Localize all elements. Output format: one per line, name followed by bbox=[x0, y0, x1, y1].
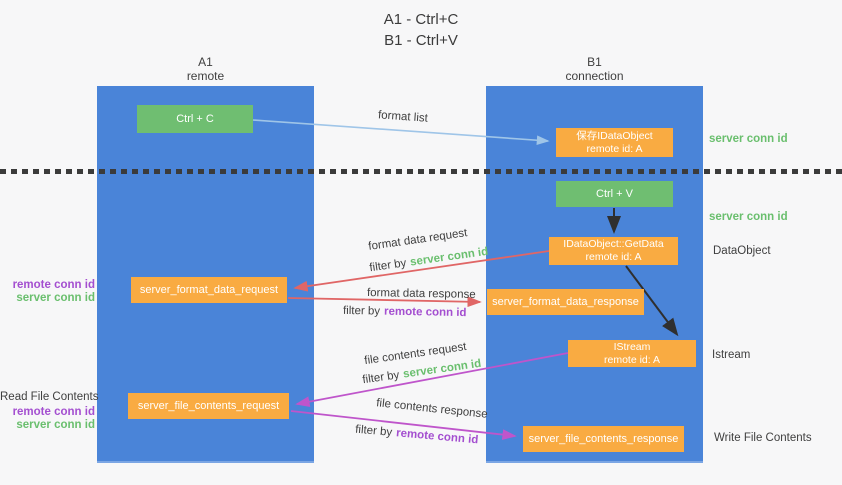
node-save-idataobject-line2: remote id: A bbox=[586, 142, 643, 155]
lane-a-header: A1 remote bbox=[97, 55, 314, 83]
node-getdata-line2: remote id: A bbox=[585, 251, 642, 263]
dotted-divider bbox=[0, 169, 842, 174]
node-istream: IStream remote id: A bbox=[568, 340, 696, 367]
title-line-2: B1 - Ctrl+V bbox=[384, 32, 458, 49]
node-server-file-contents-response: server_file_contents_response bbox=[523, 426, 684, 452]
node-getdata-line1: IDataObject::GetData bbox=[563, 238, 664, 250]
node-save-idataobject-line1: 保存IDataObject bbox=[576, 129, 653, 142]
node-server-format-data-request: server_format_data_request bbox=[131, 277, 287, 303]
arrow-format-list bbox=[252, 119, 550, 145]
arrow-getdata-to-istream bbox=[625, 265, 679, 337]
node-save-idataobject: 保存IDataObject remote id: A bbox=[556, 128, 673, 157]
arrow-file-contents-response bbox=[290, 410, 517, 440]
lane-b-header: B1 connection bbox=[486, 55, 703, 83]
side-label-istream: Istream bbox=[712, 349, 751, 361]
node-istream-line1: IStream bbox=[613, 340, 651, 353]
lane-b-subtitle: connection bbox=[565, 69, 624, 83]
arrow-format-data-response bbox=[287, 296, 482, 308]
remote-conn-id-label: remote conn id bbox=[12, 279, 95, 291]
node-ctrl-v: Ctrl + V bbox=[556, 181, 673, 207]
arrow-file-contents-request bbox=[295, 352, 569, 407]
node-ctrl-v-label: Ctrl + V bbox=[596, 187, 633, 200]
side-label-dataobject: DataObject bbox=[713, 245, 771, 257]
side-label-file-conn-ids: remote conn id server conn id bbox=[0, 406, 95, 432]
title-line-1: A1 - Ctrl+C bbox=[383, 11, 459, 28]
node-server-format-data-response: server_format_data_response bbox=[487, 289, 644, 315]
server-conn-id-label: server conn id bbox=[16, 292, 95, 304]
node-idataobject-getdata: IDataObject::GetData remote id: A bbox=[549, 237, 678, 265]
lane-a-subtitle: remote bbox=[186, 69, 225, 83]
side-label-server-conn-id-mid: server conn id bbox=[709, 211, 788, 223]
node-format-response-label: server_format_data_response bbox=[492, 295, 639, 308]
remote-conn-id-text: remote conn id bbox=[383, 305, 467, 320]
side-label-format-conn-ids: remote conn id server conn id bbox=[0, 279, 95, 305]
edge-label-format-data-response: format data response bbox=[366, 287, 476, 301]
side-label-server-conn-id-top: server conn id bbox=[709, 133, 788, 145]
filter-by-text: filter by bbox=[342, 304, 381, 318]
remote-conn-id-label: remote conn id bbox=[12, 406, 95, 418]
arrow-format-data-request bbox=[293, 250, 550, 292]
node-file-response-label: server_file_contents_response bbox=[528, 432, 679, 445]
node-server-file-contents-request: server_file_contents_request bbox=[128, 393, 289, 419]
server-conn-id-label: server conn id bbox=[16, 419, 95, 431]
node-ctrl-c: Ctrl + C bbox=[137, 105, 253, 133]
diagram-title: A1 - Ctrl+C B1 - Ctrl+V bbox=[0, 9, 842, 51]
side-label-write-file-contents: Write File Contents bbox=[714, 432, 812, 444]
side-label-read-file-contents: Read File Contents bbox=[0, 391, 99, 403]
lane-b-name: B1 bbox=[587, 55, 602, 69]
node-ctrl-c-label: Ctrl + C bbox=[176, 112, 214, 125]
lane-a-name: A1 bbox=[198, 55, 213, 69]
node-file-request-label: server_file_contents_request bbox=[137, 399, 280, 412]
node-istream-line2: remote id: A bbox=[603, 353, 661, 366]
node-format-request-label: server_format_data_request bbox=[139, 283, 279, 296]
